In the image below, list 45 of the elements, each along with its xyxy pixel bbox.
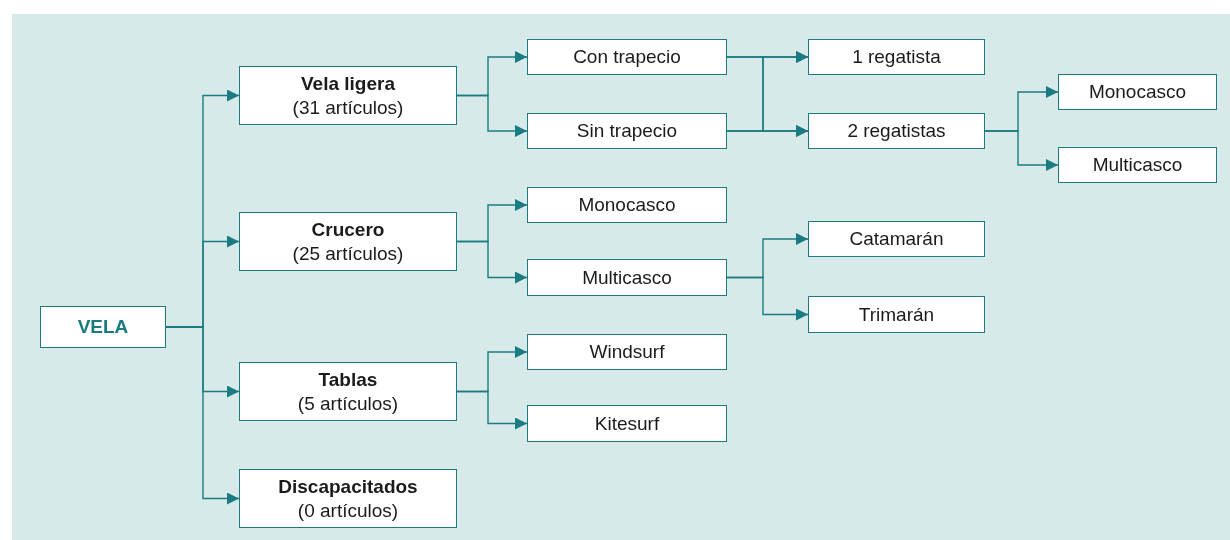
- category-box: [808, 221, 985, 257]
- box-title: Discapacitados: [278, 474, 418, 499]
- category-box: [239, 469, 457, 528]
- category-box: [239, 66, 457, 125]
- box-title: Vela ligera: [301, 71, 395, 96]
- box-title: Sin trapecio: [576, 119, 678, 143]
- arrow: [984, 130, 1059, 171]
- box-title: Windsurf: [589, 340, 665, 364]
- box-title: Kitesurf: [594, 411, 660, 436]
- category-box: [1058, 74, 1217, 110]
- category-box: [527, 259, 727, 296]
- arrow: [456, 240, 528, 284]
- category-box: [527, 113, 727, 149]
- box-title: 1 regatista: [852, 45, 941, 69]
- item-count: (31 artículos): [292, 95, 404, 120]
- item-count: (0 artículos): [297, 498, 399, 523]
- category-box: [527, 405, 727, 442]
- category-box: [808, 296, 985, 333]
- box-title: Monocasco: [578, 193, 676, 217]
- category-box: [239, 362, 457, 421]
- arrow: [726, 276, 809, 321]
- category-box: [1058, 147, 1217, 183]
- box-title: VELA: [77, 315, 129, 339]
- category-box: [808, 113, 985, 149]
- box-title: Monocasco: [1088, 80, 1187, 104]
- box-title: Con trapecio: [573, 45, 681, 69]
- category-box: [527, 187, 727, 223]
- arrow: [456, 390, 528, 430]
- category-box: [40, 306, 166, 348]
- category-box: [239, 212, 457, 271]
- arrow: [456, 94, 528, 137]
- arrow: [165, 326, 240, 505]
- box-title: 2 regatistas: [847, 119, 946, 143]
- item-count: (5 artículos): [297, 391, 399, 416]
- box-title: Crucero: [311, 217, 385, 242]
- category-box: [808, 39, 985, 75]
- box-title: Catamarán: [849, 227, 944, 251]
- box-title: Trimarán: [858, 302, 935, 327]
- category-box: [527, 334, 727, 370]
- arrow: [726, 125, 809, 137]
- category-box: [527, 39, 727, 75]
- item-count: (25 artículos): [292, 241, 404, 266]
- box-title: Multicasco: [582, 265, 672, 290]
- box-title: Tablas: [318, 367, 378, 392]
- box-title: Multicasco: [1092, 153, 1183, 177]
